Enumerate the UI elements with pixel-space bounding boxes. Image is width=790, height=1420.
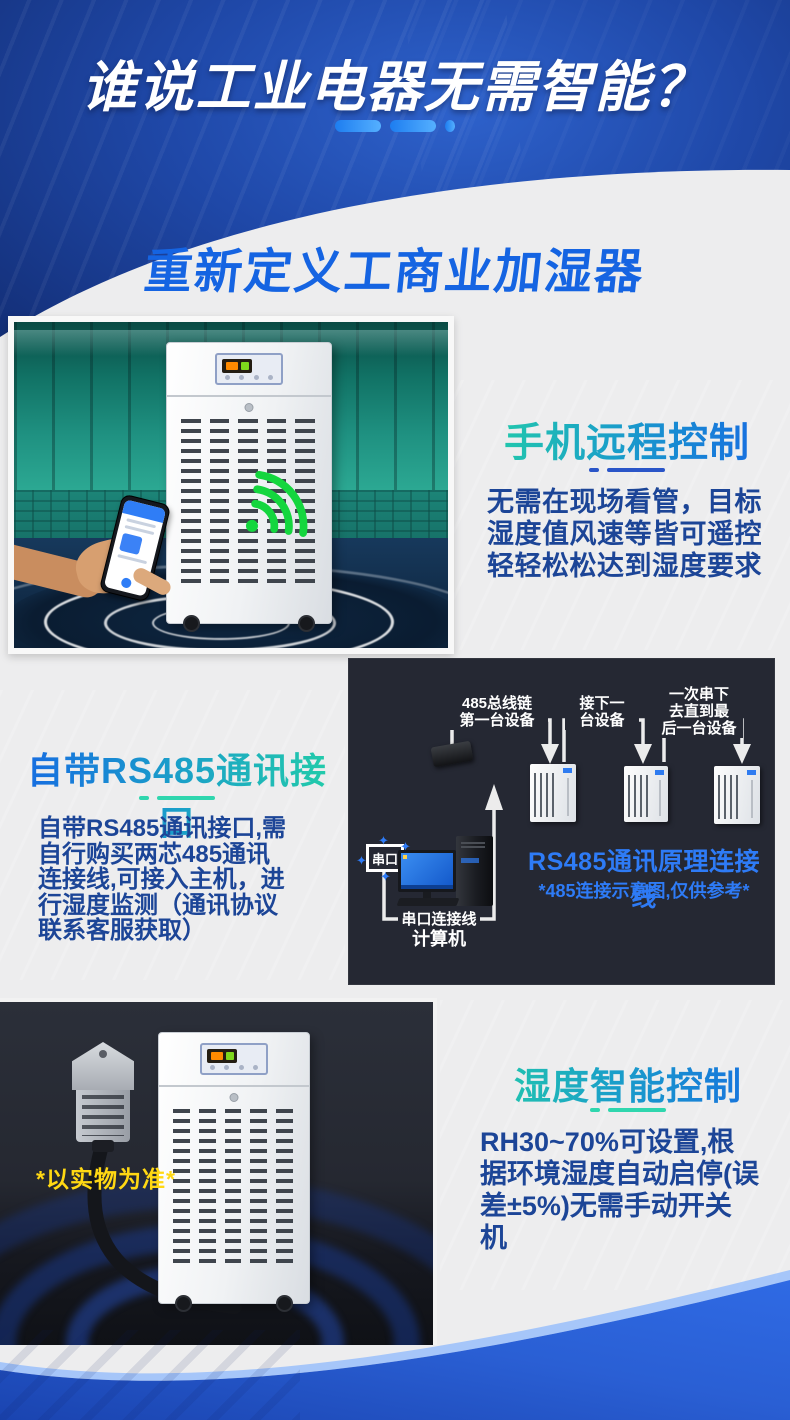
sparkle-icon: ✦ [356,853,367,868]
computer-keyboard [396,898,460,906]
monitor-screen [401,853,453,889]
diagram-title: RS485通讯原理连接线 [528,848,760,912]
header-curve-shape [0,169,790,362]
app-control-tile [118,532,143,556]
machine-lock [229,1093,239,1102]
app-power-button [120,576,133,589]
sparkle-icon: ✦ [380,869,391,884]
diagram-label-first-device: 485总线链 第一台设备 [446,694,548,730]
machine-buttons [210,1065,258,1070]
remote-control-photo [8,316,454,654]
digit-green [226,1052,234,1060]
machine-screen [207,1049,237,1063]
digit-green [241,362,249,370]
machine-wheel [298,615,315,632]
machine-lock [244,403,254,412]
monitor-stand [423,892,431,900]
title-underline-decoration [0,120,790,132]
intro-title: 重新定义工商业加湿器 [141,246,648,299]
sparkle-icon: ✦ [378,833,389,848]
machine-wheel [183,615,200,632]
dehumidifier-thumb-3 [714,766,760,824]
divider-dash [139,796,149,800]
machine-wheel [175,1295,192,1312]
humidity-sensor-body [76,1090,130,1142]
dehumidifier-thumb-1 [530,764,576,822]
sensor-mount-hole [99,1050,107,1058]
machine-control-display [215,353,283,385]
divider-dash [589,468,599,472]
computer-monitor [398,850,456,892]
machine-vents [173,1109,293,1263]
machine-screen [222,359,252,373]
machine-top-panel [167,343,331,397]
section-body-remote: 无需在现场看管，目标 湿度值风速等皆可遥控 轻轻松松达到湿度要求 [487,487,762,581]
divider-line [157,796,215,800]
dash-bar-icon [390,120,436,132]
dash-bar-icon [335,120,381,132]
page-title: 谁说工业电器无需智能？ [81,56,709,118]
machine-top-panel [159,1033,309,1087]
diagram-note: *485连接示意图,仅供参考* [538,881,750,901]
rs485-wiring-diagram: 485总线链 第一台设备 接下一 台设备 一次串下 去直到最 后一台设备 串口 … [348,658,775,985]
app-text-line [117,554,148,565]
section-body-rs485: 自带RS485通讯接口,需 自行购买两芯485通讯 连接线,可接入主机，进 行湿… [38,815,287,944]
machine-buttons [225,375,273,380]
dash-dot-icon [445,120,455,132]
section-body-humidity: RH30~70%可设置,根 据环境湿度自动启停(误 差±5%)无需手动开关 机 [480,1127,759,1253]
wifi-icon [245,470,308,537]
humidity-sensor-photo: *以实物为准* [0,998,437,1345]
digit-orange [211,1052,223,1060]
section-title-remote: 手机远程控制 [477,410,777,468]
divider-line [608,1108,666,1112]
machine-control-display [200,1043,268,1075]
sparkle-icon: ✦ [400,839,411,854]
divider [468,1108,788,1112]
dehumidifier-unit [166,342,332,632]
diagram-label-serial-cable: 串口连接线 [398,910,480,929]
section-title-rs485: 自带RS485通讯接口 [10,742,344,846]
divider [477,468,777,472]
computer-tower [456,836,493,906]
diagram-label-computer: 计算机 [412,929,466,949]
machine-wheel [276,1295,293,1312]
dehumidifier-thumb-2 [624,766,668,822]
dehumidifier-unit [158,1032,310,1312]
divider-line [607,468,665,472]
digit-orange [226,362,238,370]
photo-disclaimer-note: *以实物为准* [36,1166,176,1192]
diagram-label-next-device: 接下一 台设备 [565,694,639,730]
divider [10,796,344,800]
diagram-label-last-device: 一次串下 去直到最 后一台设备 [655,685,743,738]
section-title-humidity: 湿度智能控制 [468,1056,788,1110]
divider-dash [590,1108,600,1112]
bottom-wave-decoration [0,1270,790,1420]
sensor-cable-neck [92,1140,114,1152]
